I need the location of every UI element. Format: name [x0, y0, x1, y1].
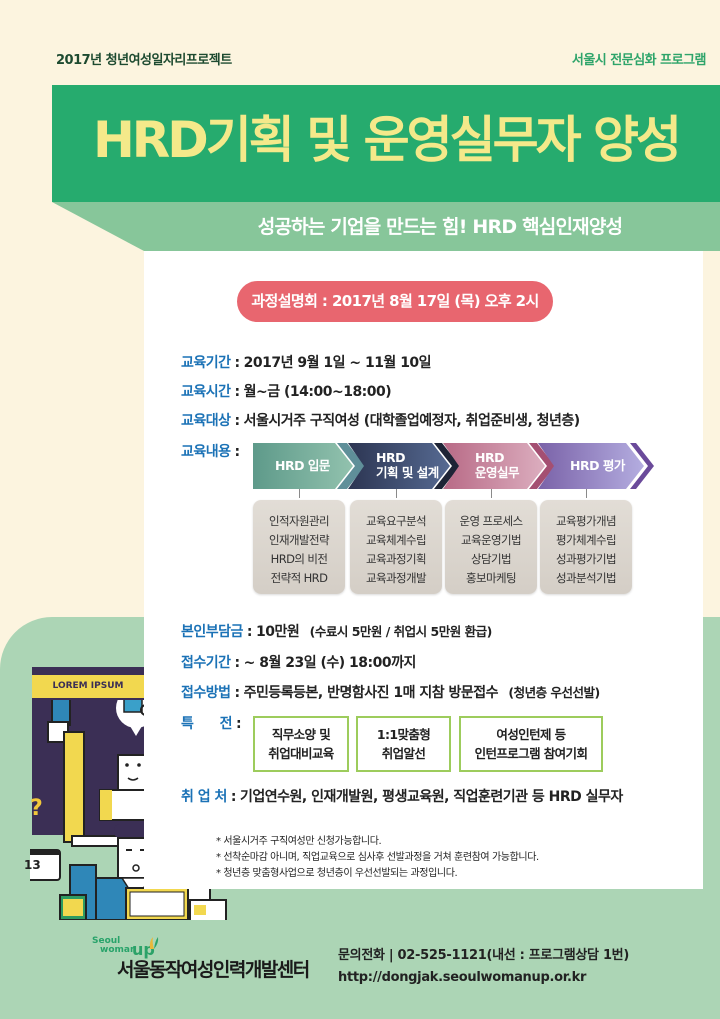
benefit-box-2: 1:1맞춤형 취업알선	[356, 716, 451, 772]
project-name: 2017년 청년여성일자리프로젝트	[56, 53, 232, 68]
center-name: 서울동작여성인력개발센터	[117, 959, 310, 981]
detail-row-fee: 본인부담금:10만원 (수료시 5만원 / 취업시 5만원 환급)	[181, 624, 493, 640]
connector-line	[491, 489, 492, 498]
logo: Seoul woman	[92, 937, 136, 955]
board-header: LOREM IPSUM	[32, 675, 144, 698]
topic-item: 교육평가개념	[556, 514, 616, 528]
curriculum-stage-3: HRD 운영실무	[443, 443, 555, 489]
detail-row-method: 접수방법:주민등록등본, 반명함사진 1매 지참 방문접수 (청년층 우선선발)	[181, 685, 600, 701]
detail-label: 접수방법	[181, 685, 231, 701]
notes: * 서울시거주 구직여성만 신청가능합니다. * 선착순마감 아니며, 직업교육…	[216, 834, 539, 882]
benefit-text: 1:1맞춤형	[376, 727, 431, 742]
question-mark-icon: ?	[30, 796, 43, 821]
benefit-box-3: 여성인턴제 등 인턴프로그램 참여기회	[459, 716, 603, 772]
info-label: 교육기간	[181, 355, 231, 371]
connector-line	[586, 489, 587, 498]
connector-line	[396, 489, 397, 498]
topic-item: 성과평가기법	[556, 552, 616, 566]
info-value: 서울시거주 구직여성 (대학졸업예정자, 취업준비생, 청년층)	[243, 413, 581, 429]
note-item: * 서울시거주 구직여성만 신청가능합니다.	[216, 836, 382, 847]
logo-text: Seoul	[92, 936, 121, 946]
benefit-box-1: 직무소양 및 취업대비교육	[253, 716, 349, 772]
topic-box-3: 운영 프로세스 교육운영기법 상담기법 홍보마케팅	[445, 500, 537, 594]
benefit-text: 여성인턴제 등	[496, 727, 566, 742]
info-row-target: 교육대상:서울시거주 구직여성 (대학졸업예정자, 취업준비생, 청년층)	[181, 413, 581, 429]
detail-label: 특 전	[181, 716, 233, 732]
curriculum-stage-4: HRD 평가	[538, 443, 654, 489]
stage-label: HRD	[475, 450, 504, 465]
topic-item: 교육운영기법	[461, 533, 521, 547]
stage-label: HRD 평가	[570, 458, 625, 473]
detail-row-benefits: 특 전:	[181, 716, 242, 732]
detail-label: 취 업 처	[181, 789, 227, 805]
detail-note: (청년층 우선선발)	[508, 685, 600, 700]
info-row-period: 교육기간:2017년 9월 1일 ~ 11월 10일	[181, 355, 432, 371]
website-link[interactable]: http://dongjak.seoulwomanup.or.kr	[338, 970, 587, 985]
info-label: 교육내용	[181, 444, 231, 460]
info-label: 교육시간	[181, 384, 231, 400]
benefit-text: 취업알선	[381, 746, 426, 761]
stage-label: HRD	[376, 450, 405, 465]
topic-item: 운영 프로세스	[459, 514, 524, 528]
topic-item: 성과분석기법	[556, 571, 616, 585]
note-item: * 청년층 맞춤형사업으로 청년층이 우선선발되는 과정입니다.	[216, 868, 458, 879]
logo-up-text: up	[132, 940, 155, 959]
curriculum-stage-2: HRD 기획 및 설계	[348, 443, 460, 489]
detail-value: 주민등록등본, 반명함사진 1매 지참 방문접수	[243, 685, 499, 701]
topic-box-4: 교육평가개념 평가체계수립 성과평가기법 성과분석기법	[540, 500, 632, 594]
subtitle-band	[0, 202, 720, 251]
page-title: HRD기획 및 운영실무자 양성	[92, 111, 682, 169]
curriculum-stage-1: HRD 입문	[253, 443, 365, 489]
info-value: 월~금 (14:00~18:00)	[243, 384, 392, 400]
topic-item: 인재개발전략	[269, 533, 329, 547]
contact-info: 문의전화 | 02-525-1121(내선 : 프로그램상담 1번) http:…	[338, 945, 629, 989]
info-row-contents: 교육내용:	[181, 444, 240, 460]
title-band	[52, 85, 720, 202]
benefit-text: 직무소양 및	[271, 727, 331, 742]
topic-item: 교육과정개발	[366, 571, 426, 585]
detail-note: (수료시 5만원 / 취업시 5만원 환급)	[309, 624, 493, 639]
topic-item: 교육체계수립	[366, 533, 426, 547]
topic-item: 전략적 HRD	[270, 571, 328, 585]
benefit-text: 인턴프로그램 참여기회	[474, 746, 588, 761]
topic-item: HRD의 비전	[270, 552, 328, 566]
phone-number: 문의전화 | 02-525-1121(내선 : 프로그램상담 1번)	[338, 948, 629, 963]
calendar-number: 13	[24, 858, 41, 872]
briefing-session-badge: 과정설명회 : 2017년 8월 17일 (목) 오후 2시	[237, 281, 553, 322]
program-name: 서울시 전문심화 프로그램	[571, 53, 707, 68]
topic-box-2: 교육요구분석 교육체계수립 교육과정기획 교육과정개발	[350, 500, 442, 594]
stage-label: HRD 입문	[275, 458, 330, 473]
topic-box-1: 인적자원관리 인재개발전략 HRD의 비전 전략적 HRD	[253, 500, 345, 594]
detail-value: 기업연수원, 인재개발원, 평생교육원, 직업훈련기관 등 HRD 실무자	[240, 789, 623, 805]
connector-line	[299, 489, 300, 498]
detail-row-jobs: 취 업 처:기업연수원, 인재개발원, 평생교육원, 직업훈련기관 등 HRD …	[181, 789, 623, 805]
stage-label: 운영실무	[475, 465, 520, 480]
topic-item: 홍보마케팅	[466, 571, 517, 585]
topic-item: 평가체계수립	[556, 533, 616, 547]
topic-item: 교육요구분석	[366, 514, 426, 528]
benefit-text: 취업대비교육	[268, 746, 334, 761]
topic-item: 상담기법	[471, 552, 512, 566]
info-row-hours: 교육시간:월~금 (14:00~18:00)	[181, 384, 392, 400]
info-label: 교육대상	[181, 413, 231, 429]
leaf-icon	[149, 934, 159, 949]
stage-label: 기획 및 설계	[376, 465, 439, 480]
detail-value: ~ 8월 23일 (수) 18:00까지	[243, 655, 417, 671]
detail-row-period: 접수기간:~ 8월 23일 (수) 18:00까지	[181, 655, 417, 671]
topic-item: 인적자원관리	[269, 514, 329, 528]
detail-label: 접수기간	[181, 655, 231, 671]
topic-item: 교육과정기획	[366, 552, 426, 566]
info-value: 2017년 9월 1일 ~ 11월 10일	[243, 355, 432, 371]
logo-text: woman	[100, 945, 137, 955]
detail-label: 본인부담금	[181, 624, 243, 640]
subtitle: 성공하는 기업을 만드는 힘! HRD 핵심인재양성	[257, 216, 623, 238]
detail-value: 10만원	[256, 624, 300, 640]
note-item: * 선착순마감 아니며, 직업교육으로 심사후 선발과정을 거쳐 훈련참여 가능…	[216, 852, 539, 863]
